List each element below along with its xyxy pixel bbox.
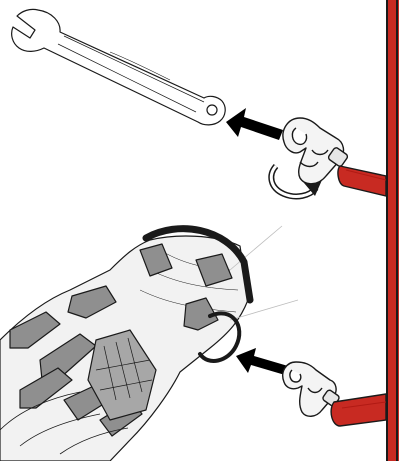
snap-hook-top [282,117,349,185]
push-arrow-top [226,108,283,140]
open-end-wrench [11,8,226,126]
right-edge-bar [386,0,399,461]
wrist-band [142,225,254,304]
lanyard-strap-bottom [330,393,387,427]
push-arrow-bottom [236,348,288,375]
work-glove [0,225,299,461]
lanyard-strap-top [337,165,387,197]
wrist-loop [198,311,242,363]
snap-hook-bottom [282,361,340,417]
